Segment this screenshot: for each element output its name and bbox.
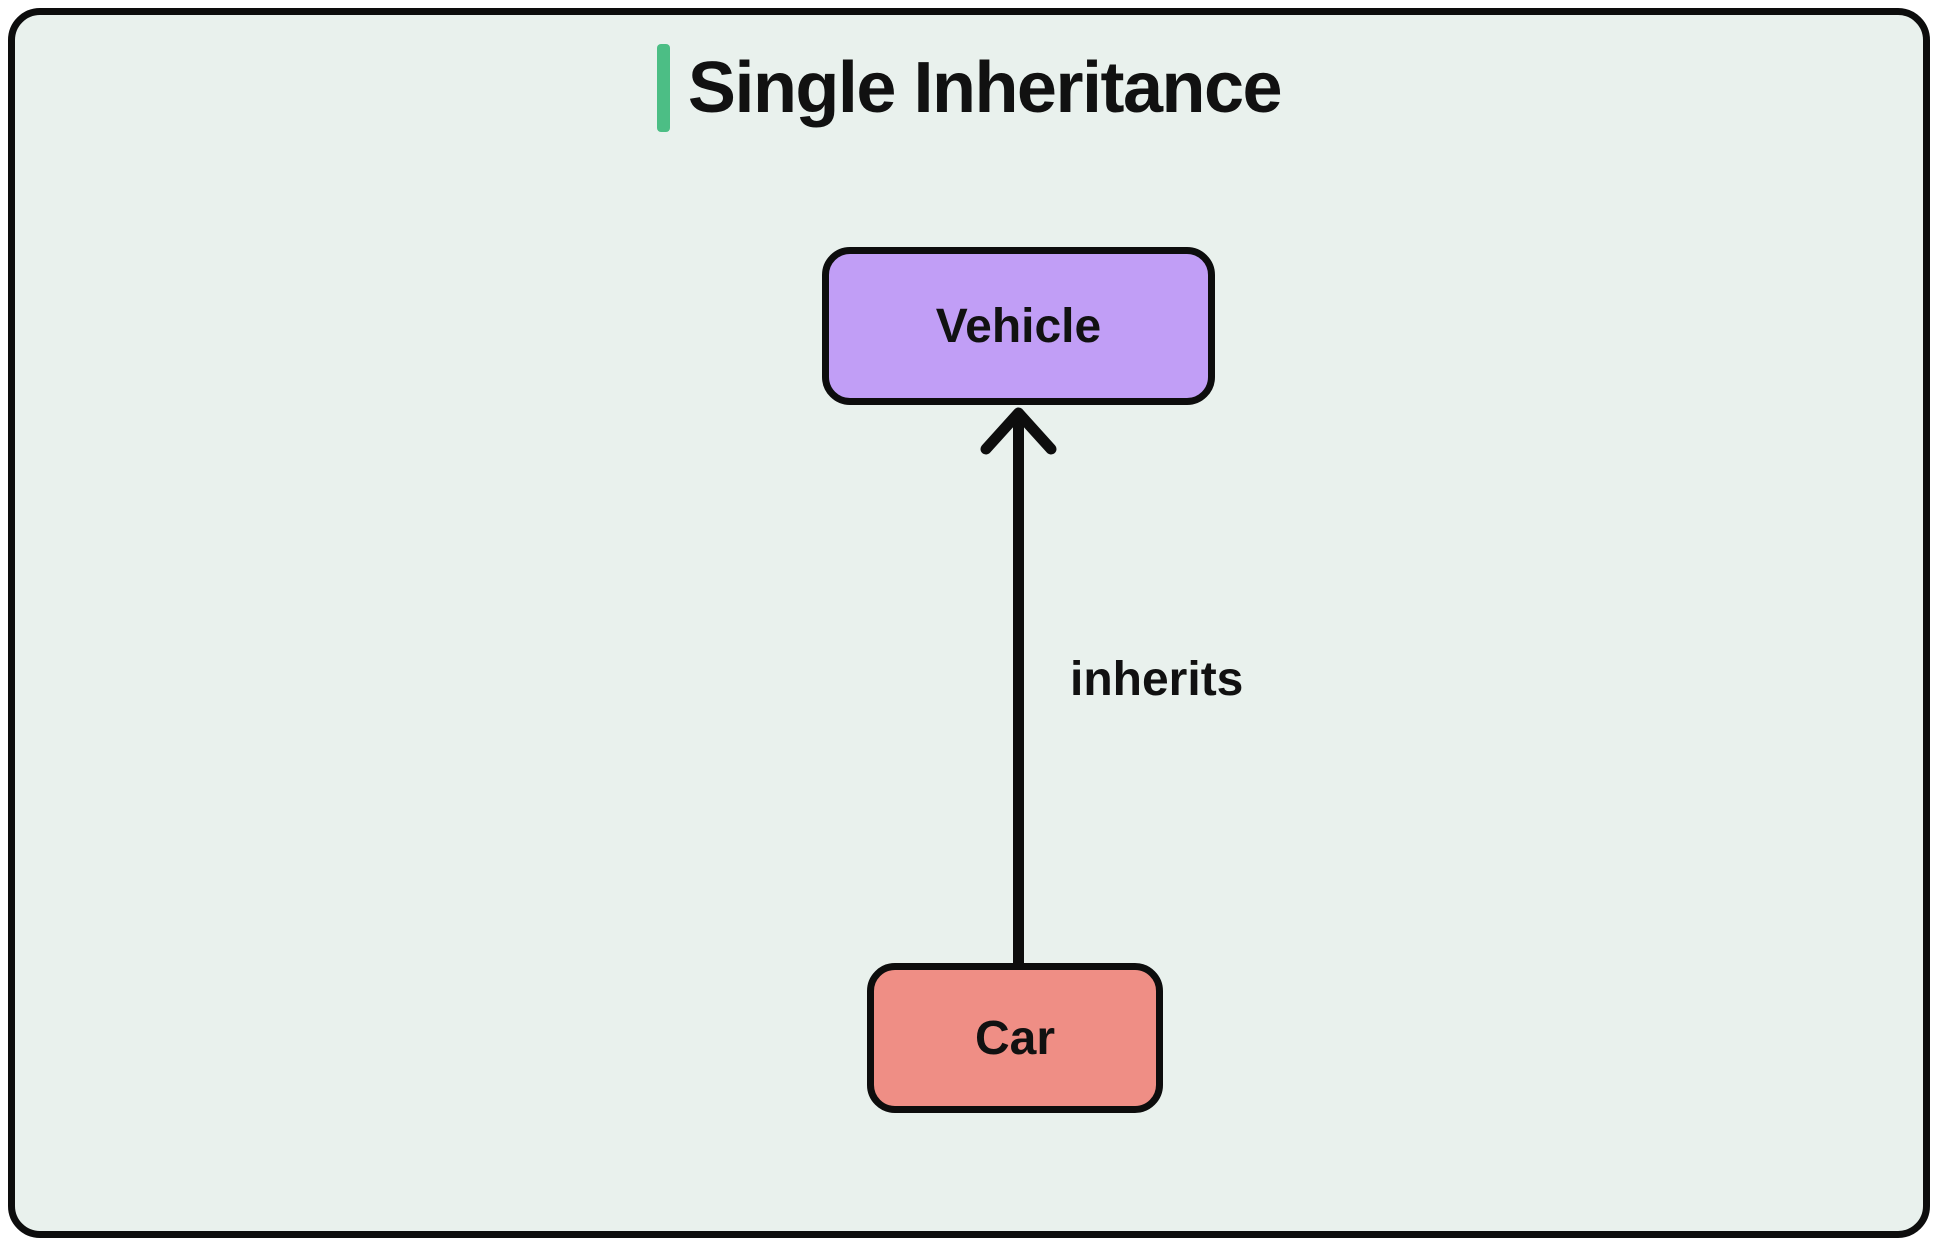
title-accent-bar xyxy=(656,44,670,132)
node-car-label: Car xyxy=(974,1011,1056,1065)
edge-label: inherits xyxy=(1070,653,1244,706)
title-row: Single Inheritance xyxy=(0,42,1938,134)
node-car: Car xyxy=(867,963,1163,1113)
node-vehicle: Vehicle xyxy=(822,247,1215,405)
node-vehicle-label: Vehicle xyxy=(935,299,1102,353)
page-title: Single Inheritance xyxy=(687,48,1283,128)
